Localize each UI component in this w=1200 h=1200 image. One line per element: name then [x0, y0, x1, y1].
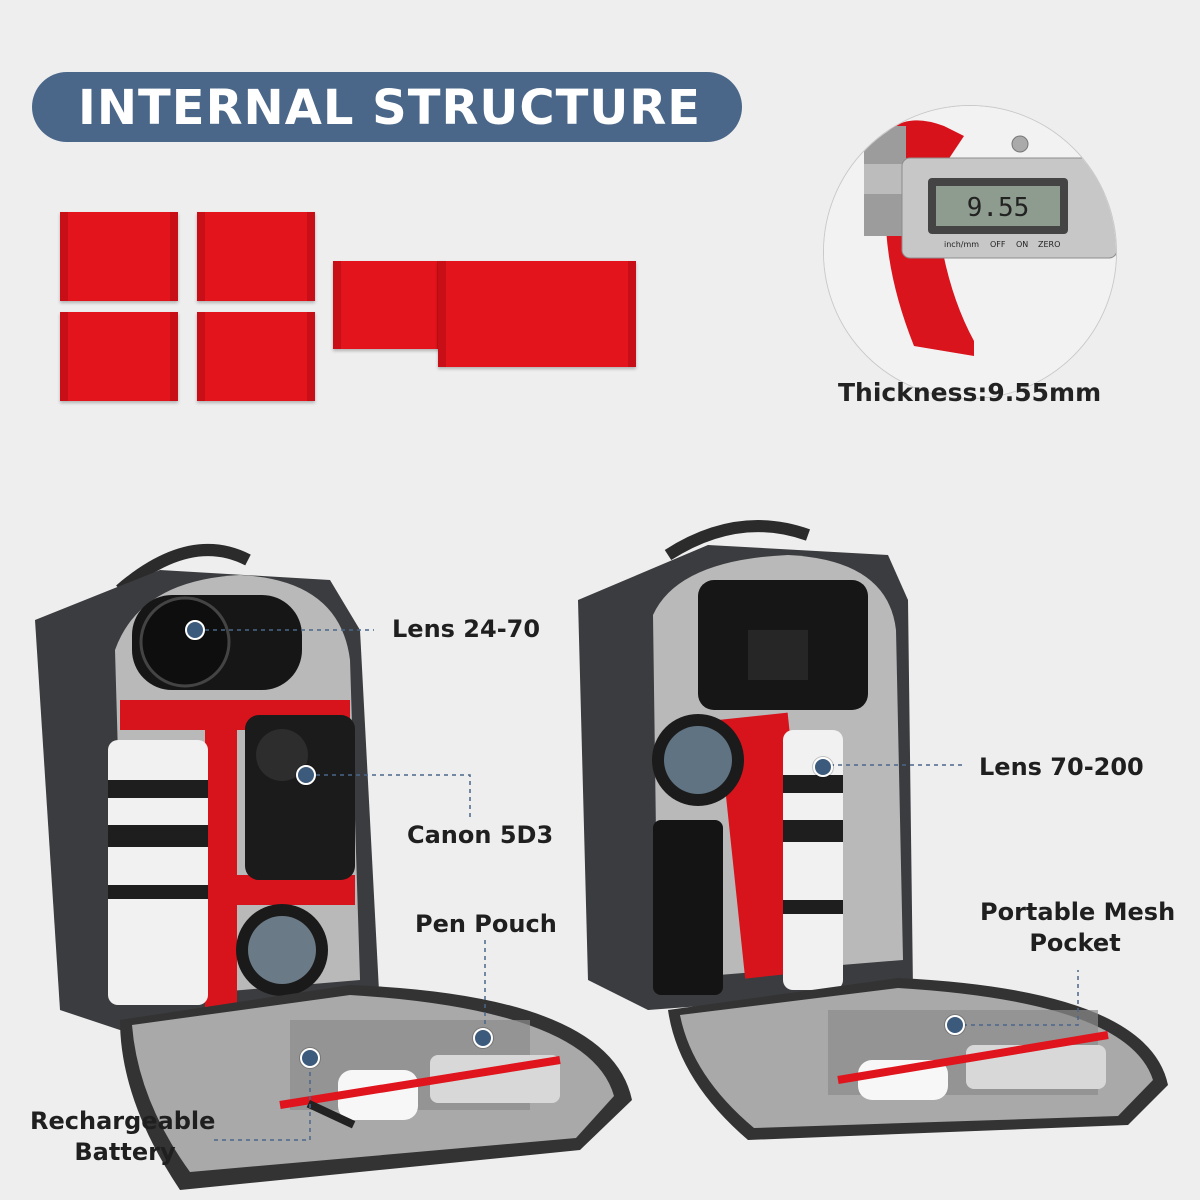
callout-pen-pouch: Pen Pouch: [415, 910, 557, 938]
thickness-caption: Thickness:9.55mm: [838, 378, 1102, 407]
callout-portable-mesh-pocket: Portable Mesh Pocket: [980, 897, 1176, 959]
callout-mesh-line2: Pocket: [1029, 929, 1121, 957]
callout-rechargeable-battery: Rechargeable Battery: [30, 1106, 216, 1168]
left-callout-leaders: [205, 629, 486, 1141]
callout-mesh-line1: Portable Mesh: [980, 898, 1176, 926]
right-bag-photo: [578, 520, 1168, 1140]
caliper-zero-button: ZERO: [1038, 240, 1060, 249]
callout-dot-battery: [300, 1048, 320, 1068]
divider-pad-long: [438, 261, 636, 367]
callout-battery-line2: Battery: [74, 1138, 176, 1166]
divider-pad: [197, 212, 315, 301]
caliper-units-button: inch/mm: [944, 240, 979, 249]
callout-canon-5d3: Canon 5D3: [407, 821, 554, 849]
caliper-readout: 9.55: [967, 193, 1030, 223]
left-bag-photo: [35, 544, 632, 1190]
divider-pad: [60, 212, 178, 301]
callout-lens-24-70: Lens 24-70: [392, 615, 541, 643]
section-title-banner: INTERNAL STRUCTURE: [32, 72, 742, 142]
callout-dot-lens-70-200: [813, 757, 833, 777]
divider-pad-long: [333, 261, 445, 349]
caliper-off-button: OFF: [990, 240, 1006, 249]
callout-dot-canon-5d3: [296, 765, 316, 785]
right-callout-leaders: [830, 764, 1079, 1026]
caliper-illustration: 9.55 inch/mm OFF ON ZERO: [824, 106, 1116, 398]
divider-pad: [197, 312, 315, 401]
callout-lens-70-200: Lens 70-200: [979, 753, 1144, 781]
caliper-inset: 9.55 inch/mm OFF ON ZERO: [823, 105, 1117, 399]
callout-dot-mesh-pocket: [945, 1015, 965, 1035]
caliper-on-button: ON: [1016, 240, 1028, 249]
divider-pad: [60, 312, 178, 401]
section-title: INTERNAL STRUCTURE: [78, 80, 702, 136]
callout-dot-pen-pouch: [473, 1028, 493, 1048]
callout-battery-line1: Rechargeable: [30, 1107, 216, 1135]
callout-dot-lens-24-70: [185, 620, 205, 640]
